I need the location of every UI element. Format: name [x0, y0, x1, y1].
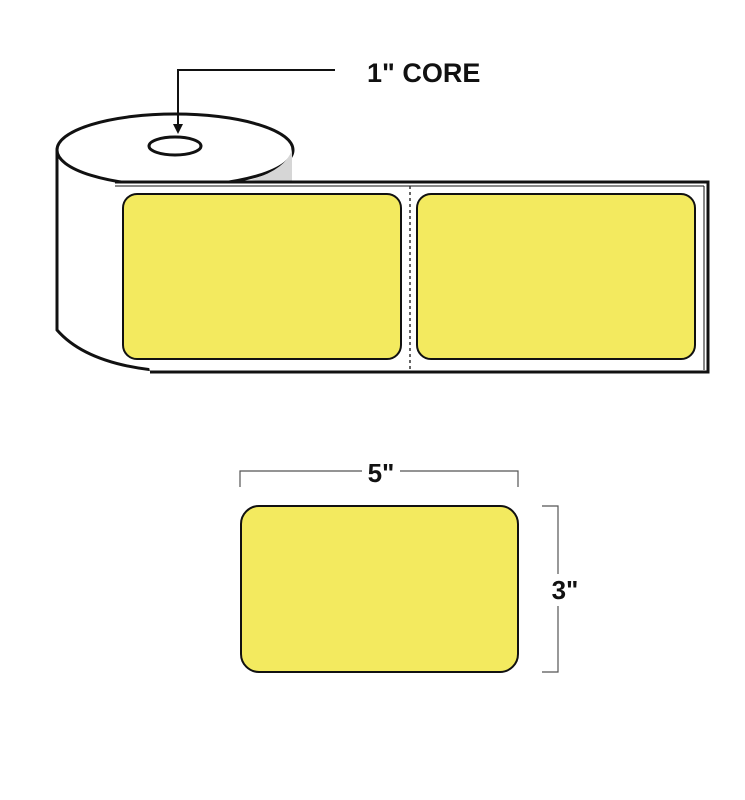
height-label-mask	[545, 574, 585, 606]
single-label	[240, 505, 519, 673]
roll-shadow	[250, 150, 292, 182]
core-callout: 1" CORE	[173, 58, 480, 134]
core-callout-line	[177, 69, 335, 128]
core-hole	[147, 135, 203, 157]
height-dimension-label: 3"	[552, 575, 579, 605]
core-size-label: 1" CORE	[367, 58, 480, 88]
label-on-roll-2	[416, 193, 696, 360]
label-on-roll-1	[122, 193, 402, 360]
width-label-mask	[362, 458, 400, 484]
width-dimension-label: 5"	[368, 458, 395, 488]
label-strip	[115, 180, 710, 374]
single-label-detail: 5" 3"	[239, 458, 585, 673]
core-callout-arrowhead	[173, 124, 183, 134]
